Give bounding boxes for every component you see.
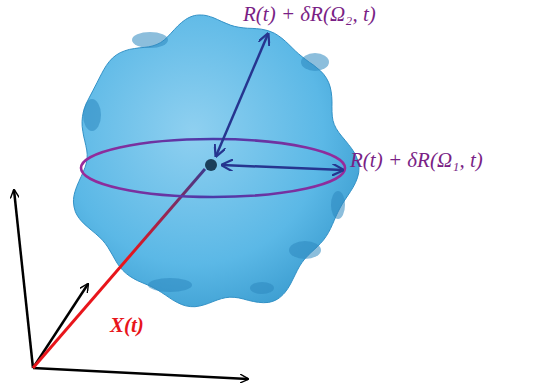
surface-dent [289,241,321,259]
radius-label: R(t) + δR(Ω₂, t) [243,2,376,26]
axis-line [14,190,33,368]
surface-dent [250,282,274,294]
axis-line [33,368,248,379]
radius-arrow [222,165,343,170]
position-vector [33,169,205,368]
perturbed-sphere [73,15,358,307]
radius-arrow [216,34,268,156]
equator-ellipse [81,139,345,197]
center-dot [205,159,217,171]
surface-dent [148,278,192,292]
surface-dent [301,53,329,71]
axis-line [33,284,88,368]
vector-label: X(t) [110,313,144,337]
surface-dent [331,191,345,219]
surface-dent [83,99,101,131]
surface-dent [132,32,168,48]
radius-label: R(t) + δR(Ω₁, t) [350,148,483,172]
